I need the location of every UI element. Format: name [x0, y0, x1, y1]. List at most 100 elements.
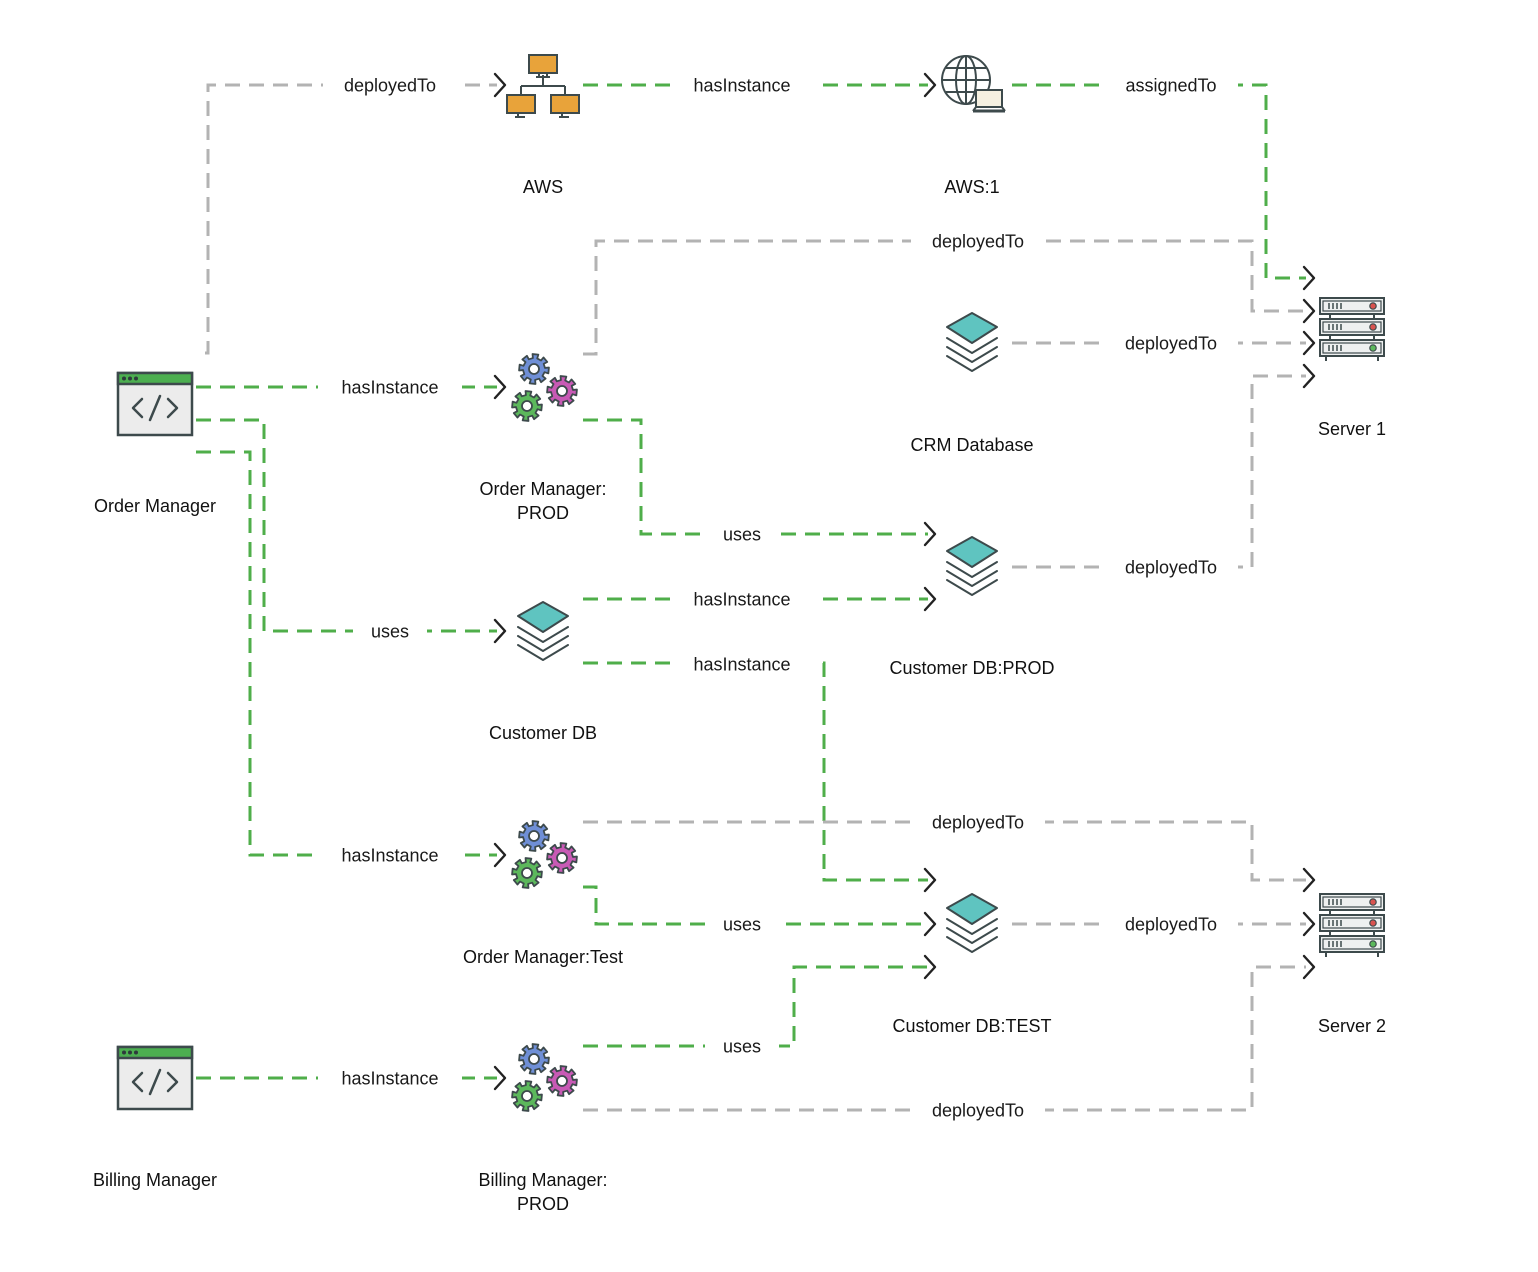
- edge-om_prod-server1: deployedTo: [583, 228, 1316, 356]
- server-icon: [1319, 297, 1385, 361]
- arrowhead-icon: [493, 1065, 507, 1091]
- database-icon: [946, 312, 998, 372]
- edge-label: deployedTo: [1125, 334, 1217, 354]
- edge-crm_db-server1: deployedTo: [1012, 330, 1316, 356]
- edge-label: uses: [723, 1037, 761, 1057]
- node-label: PROD: [517, 503, 569, 523]
- node-crm-db[interactable]: CRM Database: [910, 312, 1034, 455]
- code-window-icon: [116, 1045, 194, 1111]
- arrowhead-icon: [1302, 954, 1316, 980]
- arrowhead-icon: [923, 521, 937, 547]
- edge-order_manager-aws: deployedTo: [205, 72, 507, 355]
- edge-line: [1012, 83, 1306, 280]
- edge-label: hasInstance: [693, 590, 790, 610]
- edge-line: [1012, 374, 1306, 569]
- edge-om_prod-cdb_prod: uses: [583, 418, 937, 547]
- edge-label: uses: [723, 915, 761, 935]
- edge-label: hasInstance: [693, 76, 790, 96]
- globe-laptop-icon: [941, 55, 1006, 113]
- node-label: Server 1: [1318, 419, 1386, 439]
- edge-label: assignedTo: [1125, 76, 1216, 96]
- gears-icon: [511, 820, 578, 889]
- edge-line: [583, 418, 928, 536]
- edge-label: uses: [723, 525, 761, 545]
- database-icon: [517, 601, 569, 661]
- node-bm-prod[interactable]: Billing Manager: PROD: [478, 1043, 608, 1214]
- edge-line: [196, 418, 497, 633]
- node-server1[interactable]: Server 1: [1318, 297, 1386, 439]
- edge-label: deployedTo: [932, 1101, 1024, 1121]
- arrowhead-icon: [923, 911, 937, 937]
- edge-aws-aws1: hasInstance: [583, 72, 937, 98]
- edge-label: uses: [371, 622, 409, 642]
- database-icon: [946, 893, 998, 953]
- edge-label: deployedTo: [1125, 558, 1217, 578]
- node-om-prod[interactable]: Order Manager: PROD: [479, 353, 607, 523]
- edge-line: [583, 661, 928, 882]
- arrowhead-icon: [923, 867, 937, 893]
- node-label: AWS:1: [944, 177, 999, 197]
- edge-customer_db-cdb_prod: hasInstance: [583, 586, 937, 612]
- edge-label: hasInstance: [693, 655, 790, 675]
- node-label: Server 2: [1318, 1016, 1386, 1036]
- edge-line: [583, 820, 1306, 882]
- edge-line: [583, 239, 1306, 356]
- edge-om_test-cdb_test: uses: [583, 885, 937, 937]
- node-label: Billing Manager: [93, 1170, 217, 1190]
- arrowhead-icon: [1302, 867, 1316, 893]
- node-label: PROD: [517, 1194, 569, 1214]
- edge-aws1-server1: assignedTo: [1012, 72, 1316, 291]
- node-label: CRM Database: [910, 435, 1033, 455]
- node-cdb-test[interactable]: Customer DB:TEST: [892, 893, 1052, 1036]
- edge-line: [196, 450, 497, 857]
- edge-label: deployedTo: [932, 813, 1024, 833]
- node-label: Customer DB:TEST: [892, 1016, 1051, 1036]
- edge-bm_prod-cdb_test: uses: [583, 954, 937, 1059]
- arrowhead-icon: [1302, 330, 1316, 356]
- edge-line: [583, 965, 1306, 1112]
- edge-label: hasInstance: [341, 378, 438, 398]
- server-icon: [1319, 893, 1385, 957]
- node-customer-db[interactable]: Customer DB: [489, 601, 597, 743]
- node-label: Billing Manager:: [478, 1170, 607, 1190]
- node-order-manager[interactable]: Order Manager: [94, 371, 216, 516]
- arrowhead-icon: [923, 586, 937, 612]
- arrowhead-icon: [493, 618, 507, 644]
- edge-order_manager-om_test: hasInstance: [196, 450, 507, 868]
- code-window-icon: [116, 371, 194, 437]
- node-label: Order Manager: [94, 496, 216, 516]
- arrowhead-icon: [1302, 911, 1316, 937]
- node-aws[interactable]: AWS: [506, 54, 580, 197]
- node-cdb-prod[interactable]: Customer DB:PROD: [889, 536, 1055, 678]
- edge-label: deployedTo: [1125, 915, 1217, 935]
- edge-label: hasInstance: [341, 846, 438, 866]
- node-billing-manager[interactable]: Billing Manager: [93, 1045, 217, 1190]
- arrowhead-icon: [493, 72, 507, 98]
- edge-om_test-server2: deployedTo: [583, 809, 1316, 893]
- arrowhead-icon: [493, 374, 507, 400]
- node-label: AWS: [523, 177, 563, 197]
- database-icon: [946, 536, 998, 596]
- gears-icon: [511, 353, 578, 422]
- network-icon: [506, 54, 580, 118]
- edge-label: hasInstance: [341, 1069, 438, 1089]
- node-label: Order Manager:: [479, 479, 606, 499]
- node-server2[interactable]: Server 2: [1318, 893, 1386, 1036]
- arrowhead-icon: [923, 72, 937, 98]
- arrowhead-icon: [923, 954, 937, 980]
- arrowhead-icon: [1302, 298, 1316, 324]
- node-label: Customer DB: [489, 723, 597, 743]
- gears-icon: [511, 1043, 578, 1112]
- arrowhead-icon: [1302, 265, 1316, 291]
- arrowhead-icon: [1302, 363, 1316, 389]
- node-om-test[interactable]: Order Manager:Test: [463, 820, 623, 967]
- edge-label: deployedTo: [344, 76, 436, 96]
- edge-cdb_prod-server1: deployedTo: [1012, 363, 1316, 580]
- edge-line: [205, 83, 497, 355]
- node-aws1[interactable]: AWS:1: [941, 55, 1006, 197]
- edge-order_manager-customer_db: uses: [196, 418, 507, 644]
- edge-cdb_test-server2: deployedTo: [1012, 911, 1316, 937]
- edge-customer_db-cdb_test: hasInstance: [583, 651, 937, 893]
- edges-layer: deployedTo hasInstance assignedTo deployedT…: [196, 72, 1316, 1123]
